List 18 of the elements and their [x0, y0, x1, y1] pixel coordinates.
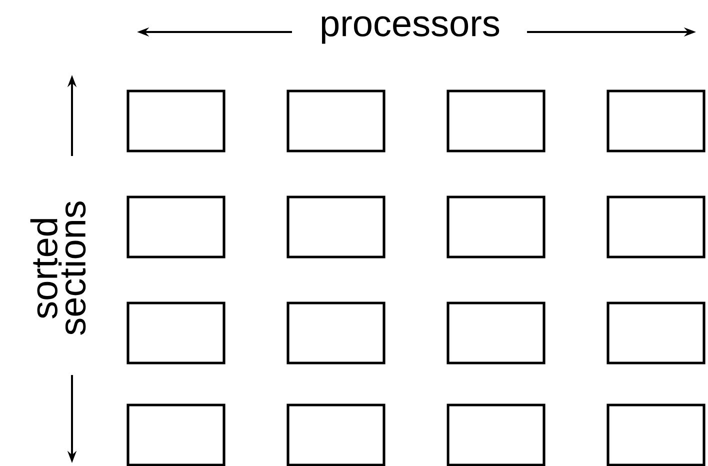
empty-box — [126, 196, 226, 258]
empty-box — [286, 404, 386, 466]
empty-box — [606, 90, 706, 152]
empty-box — [606, 196, 706, 258]
empty-box — [126, 90, 226, 152]
empty-box — [446, 196, 546, 258]
empty-box — [126, 302, 226, 364]
empty-box — [286, 90, 386, 152]
axis-label: processors — [322, 16, 500, 44]
empty-box — [286, 302, 386, 364]
empty-box — [286, 196, 386, 258]
empty-box — [446, 90, 546, 152]
empty-box — [126, 404, 226, 466]
empty-box — [446, 404, 546, 466]
empty-box — [606, 302, 706, 364]
empty-box — [446, 302, 546, 364]
axis-label: sorted sections — [30, 202, 86, 335]
empty-box — [606, 404, 706, 466]
